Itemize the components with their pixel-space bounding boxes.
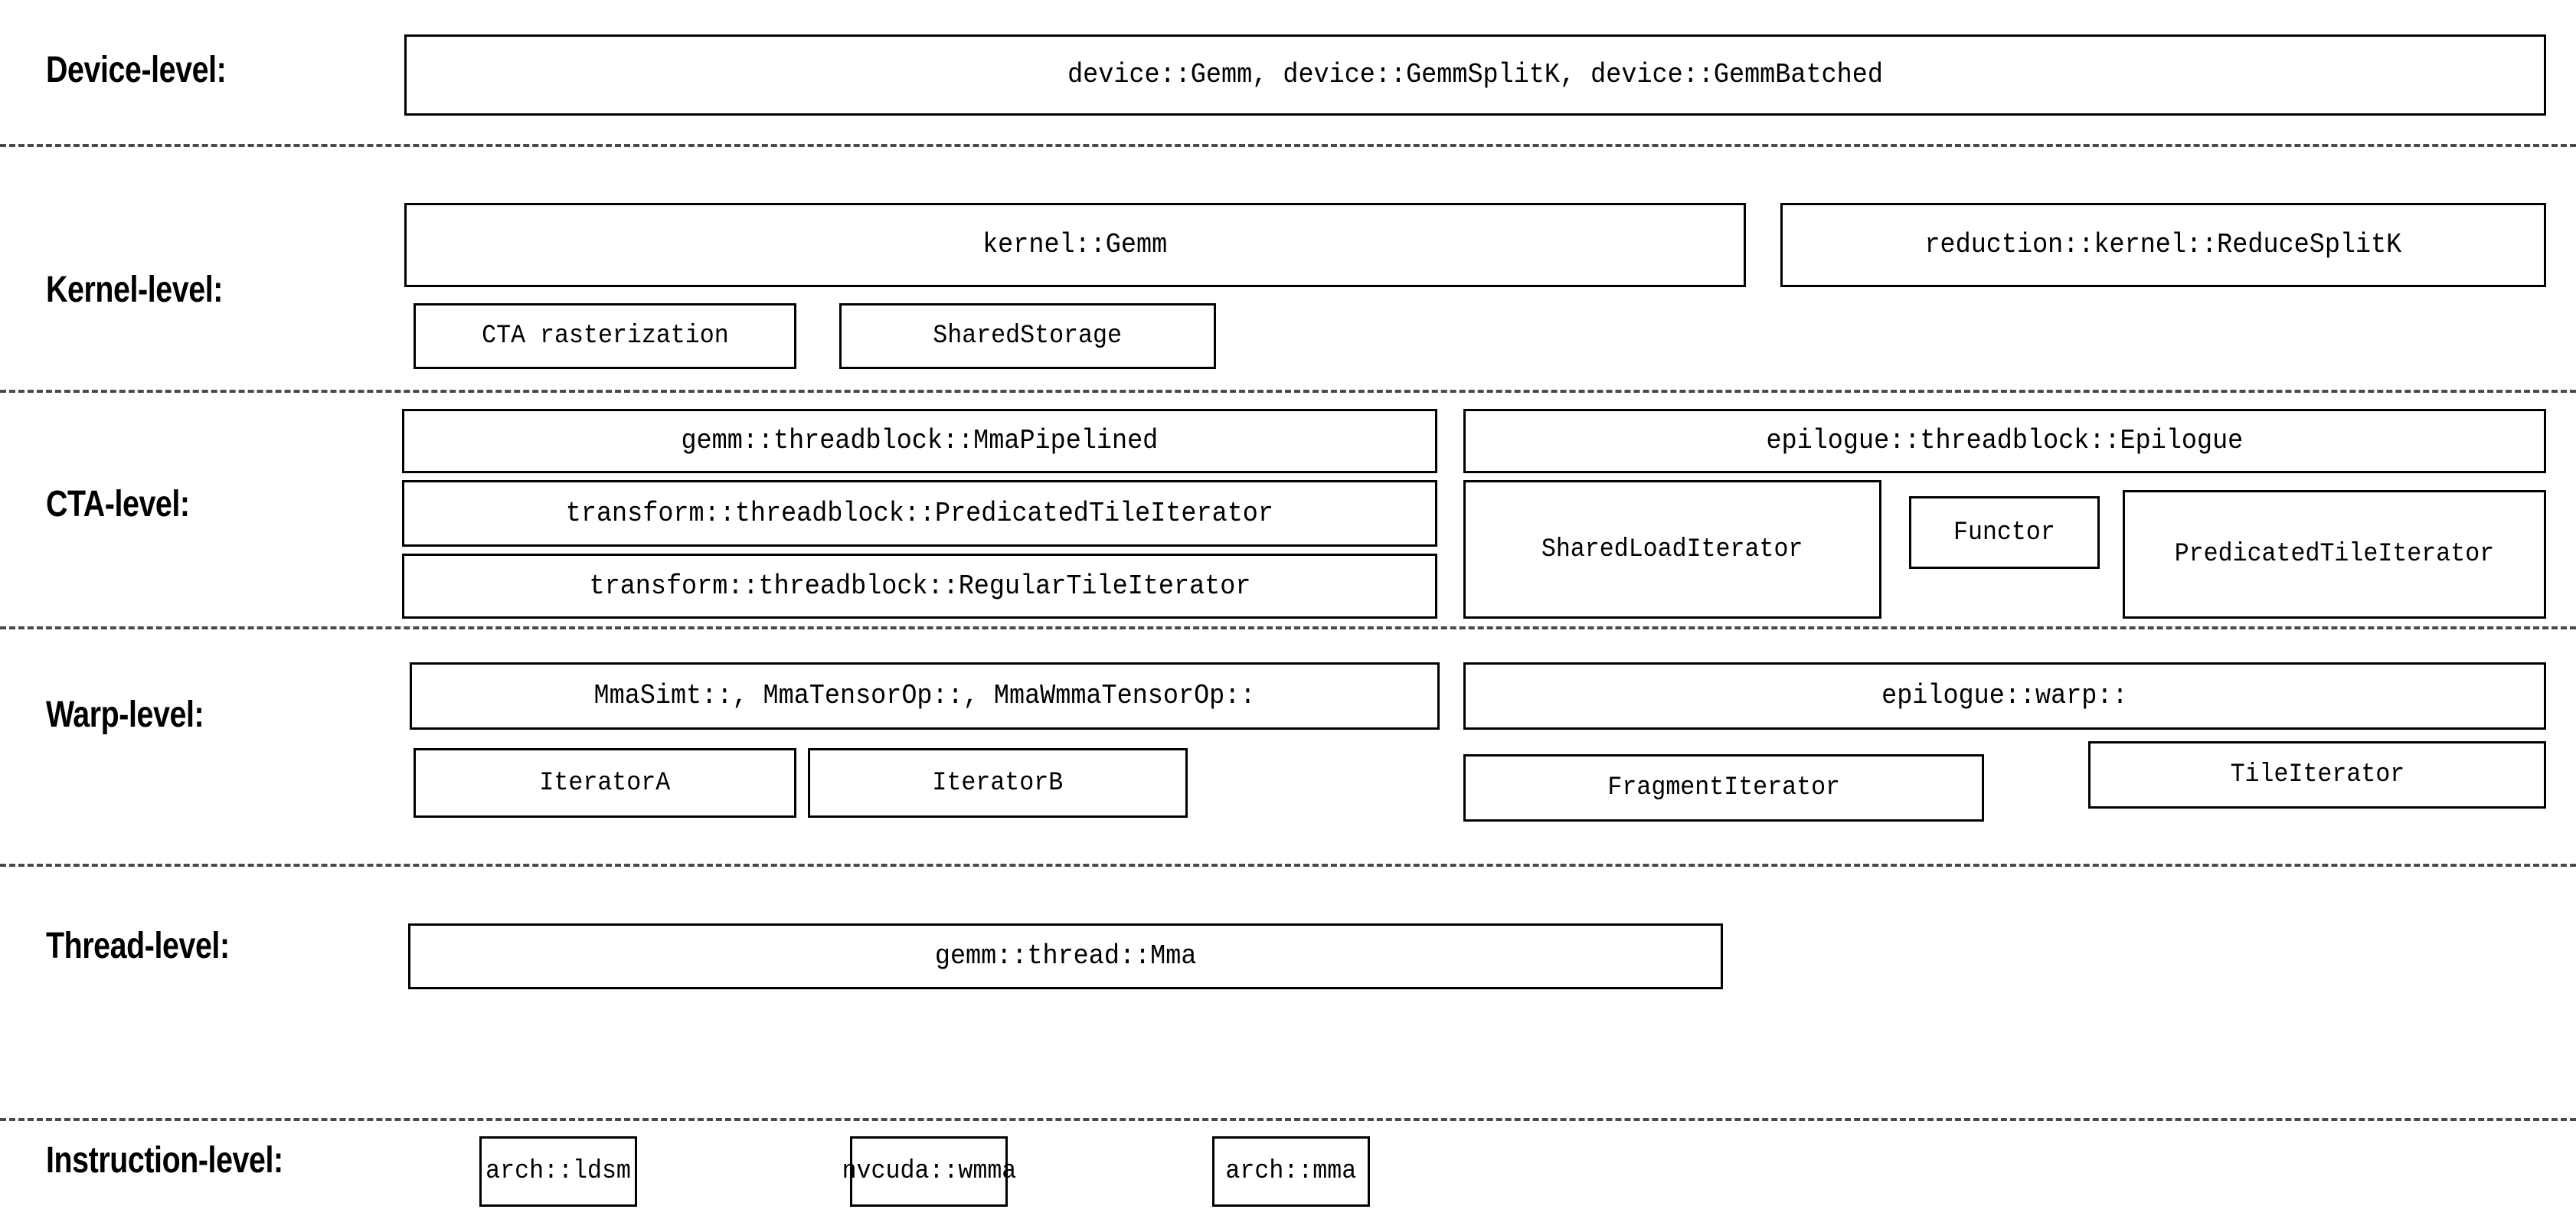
box-sharedloaditerator[interactable]: SharedLoadIterator [1463,480,1881,619]
box-label: PredicatedTileIterator [2174,540,2495,569]
box-label: MmaSimt::, MmaTensorOp::, MmaWmmaTensorO… [593,680,1256,711]
box-gemm-threadblock-mmapipelined[interactable]: gemm::threadblock::MmaPipelined [402,409,1437,473]
level-label-thread: Thread-level: [46,926,230,966]
box-reduction-kernel-reducesplitk[interactable]: reduction::kernel::ReduceSplitK [1780,203,2546,287]
box-transform-threadblock-regulartileiterator[interactable]: transform::threadblock::RegularTileItera… [402,554,1437,619]
box-label: FragmentIterator [1607,773,1840,802]
box-label: Functor [1953,518,2055,547]
box-label: IteratorA [539,768,671,798]
box-label: gemm::threadblock::MmaPipelined [681,425,1159,456]
box-epilogue-threadblock-epilogue[interactable]: epilogue::threadblock::Epilogue [1463,409,2546,473]
box-label: IteratorB [932,768,1064,798]
box-label: TileIterator [2230,760,2404,789]
divider-cta-warp [0,626,2576,629]
level-label-warp: Warp-level: [46,694,204,735]
box-epilogue-predicatedtileiterator[interactable]: PredicatedTileIterator [2123,490,2546,619]
box-warp-mma-ops[interactable]: MmaSimt::, MmaTensorOp::, MmaWmmaTensorO… [410,662,1440,730]
box-label: SharedLoadIterator [1541,534,1803,564]
divider-kernel-cta [0,390,2576,393]
box-label: epilogue::warp:: [1881,680,2128,711]
box-label: nvcuda::wmma [842,1157,1016,1186]
box-label: reduction::kernel::ReduceSplitK [1924,229,2402,260]
divider-thread-instruction [0,1118,2576,1121]
level-label-cta: CTA-level: [46,484,190,525]
box-functor[interactable]: Functor [1909,496,2100,569]
box-tileiterator[interactable]: TileIterator [2088,741,2546,809]
level-label-instruction: Instruction-level: [46,1140,283,1181]
level-label-kernel: Kernel-level: [46,270,223,310]
divider-device-kernel [0,144,2576,147]
box-label: transform::threadblock::PredicatedTileIt… [565,497,1274,529]
level-label-device: Device-level: [46,50,227,90]
box-label: epilogue::threadblock::Epilogue [1766,425,2244,456]
box-label: gemm::thread::Mma [934,940,1197,972]
box-transform-threadblock-predicatedtileiterator[interactable]: transform::threadblock::PredicatedTileIt… [402,480,1437,547]
box-device-gemm[interactable]: device::Gemm, device::GemmSplitK, device… [404,34,2546,116]
box-iterator-a[interactable]: IteratorA [414,748,796,818]
box-label: device::Gemm, device::GemmSplitK, device… [1067,59,1883,90]
box-label: CTA rasterization [481,322,729,351]
box-label: transform::threadblock::RegularTileItera… [589,570,1250,602]
box-gemm-thread-mma[interactable]: gemm::thread::Mma [408,923,1723,989]
box-cta-rasterization[interactable]: CTA rasterization [414,303,796,369]
divider-warp-thread [0,864,2576,867]
box-epilogue-warp[interactable]: epilogue::warp:: [1463,662,2546,730]
box-sharedstorage[interactable]: SharedStorage [839,303,1216,369]
box-label: arch::mma [1225,1157,1357,1186]
box-fragmentiterator[interactable]: FragmentIterator [1463,754,1984,822]
box-kernel-gemm[interactable]: kernel::Gemm [404,203,1746,287]
box-label: arch::ldsm [485,1157,631,1186]
box-arch-ldsm[interactable]: arch::ldsm [479,1136,637,1207]
box-label: SharedStorage [933,322,1123,351]
box-nvcuda-wmma[interactable]: nvcuda::wmma [842,1136,1016,1207]
box-label: kernel::Gemm [982,229,1168,260]
box-arch-mma[interactable]: arch::mma [1212,1136,1370,1207]
box-iterator-b[interactable]: IteratorB [808,748,1188,818]
